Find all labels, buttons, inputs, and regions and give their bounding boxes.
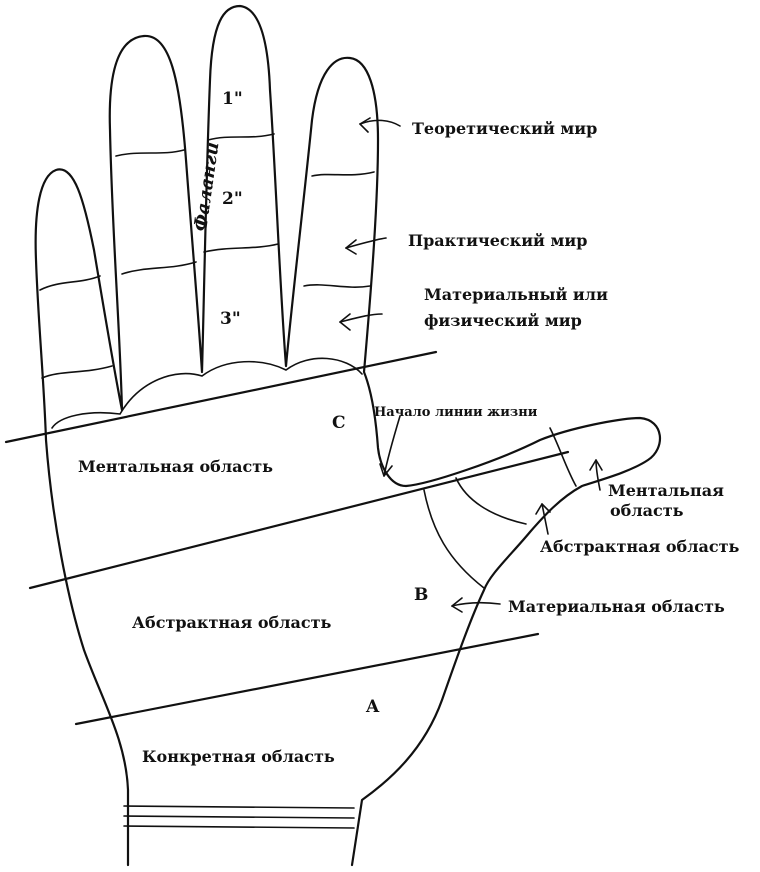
thumb-region-mental-line2: область <box>610 501 684 520</box>
divider-abstract-concrete <box>76 634 538 724</box>
thumb-crease-tip <box>550 428 576 486</box>
crease-index-2 <box>304 285 370 287</box>
phalanx-number-1: 1" <box>222 89 243 109</box>
world-material-line2: физический мир <box>424 311 582 330</box>
crease-middle-2 <box>204 244 278 252</box>
point-c: C <box>332 413 346 433</box>
world-theoretical: Теоретический мир <box>412 119 597 138</box>
arrow-thumb-mental <box>590 460 602 490</box>
thumb-mound-outer <box>424 490 484 588</box>
world-material-line1: Материальный или <box>424 285 608 304</box>
phalanges-label: Фаланги <box>190 141 223 233</box>
phalanx-number-2: 2" <box>222 189 243 209</box>
crease-ring-2 <box>122 262 196 274</box>
thumb-region-abstract: Абстрактная область <box>540 537 740 556</box>
thumb-region-mental-line1: Ментальпая <box>608 481 724 500</box>
crease-middle-1 <box>208 134 274 140</box>
arrow-material <box>340 314 382 330</box>
life-line-start-label: Начало линии жизни <box>374 405 538 420</box>
world-practical: Практический мир <box>408 231 587 250</box>
region-mental: Ментальная область <box>78 457 273 476</box>
wrist-line-3 <box>124 826 354 828</box>
point-a: A <box>365 697 380 717</box>
arrow-practical <box>346 238 386 254</box>
crease-index-1 <box>312 172 374 176</box>
point-b: B <box>414 585 428 605</box>
region-concrete: Конкретная область <box>142 747 335 766</box>
wrist-line-1 <box>124 806 354 808</box>
crease-ring-1 <box>116 150 184 156</box>
thumb-region-material: Материальная область <box>508 597 725 616</box>
region-abstract: Абстрактная область <box>132 613 332 632</box>
thumb-crease-mid <box>456 478 526 524</box>
phalanx-number-3: 3" <box>220 309 241 329</box>
crease-little-1 <box>40 276 100 290</box>
crease-little-2 <box>42 366 112 378</box>
arrow-theoretical <box>360 118 400 132</box>
wrist-line-2 <box>124 816 354 818</box>
